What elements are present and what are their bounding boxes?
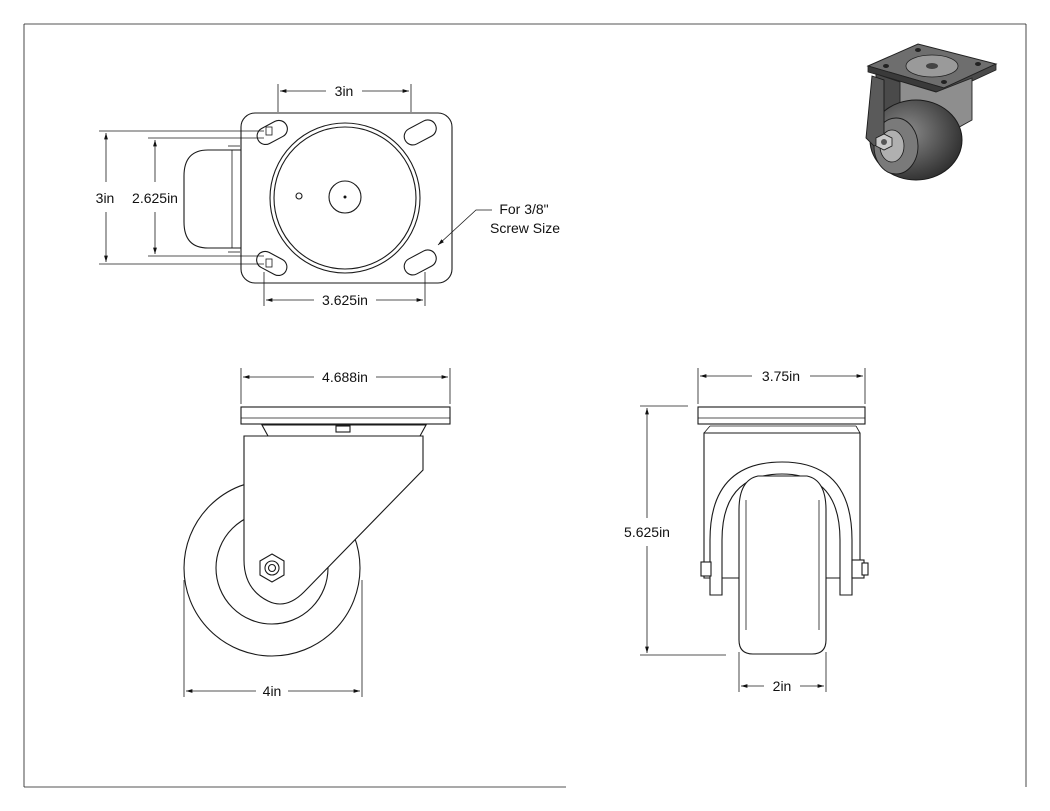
plate-hole-tr (403, 119, 437, 146)
screw-size-note-line2: Screw Size (490, 220, 560, 236)
screw-size-note-line1: For 3/8" (499, 201, 548, 217)
side-view: 4.688in 4in (183, 368, 451, 699)
dim-top-bolt-height: 2.625in (132, 190, 178, 206)
dim-top-plate-width: 3.625in (322, 292, 368, 308)
dim-top-bolt-width: 3in (335, 83, 354, 99)
plate-hole-tl (256, 119, 288, 146)
dim-front-overall-height: 5.625in (624, 524, 670, 540)
top-view: 3in 3in 2.625in 3.625in For 3/8" Screw S… (96, 83, 561, 308)
dim-front-wheel-width: 2in (773, 678, 792, 694)
dim-side-wheel-diameter: 4in (263, 683, 282, 699)
front-view: 3.75in 5.625in 2in (624, 368, 869, 694)
plate-hole-br (403, 249, 437, 276)
dim-side-plate-width: 4.688in (322, 369, 368, 385)
dim-top-plate-height: 3in (96, 190, 115, 206)
caster-isometric-render (865, 43, 998, 181)
dim-front-plate-width: 3.75in (762, 368, 800, 384)
drawing-border (23, 23, 1027, 788)
